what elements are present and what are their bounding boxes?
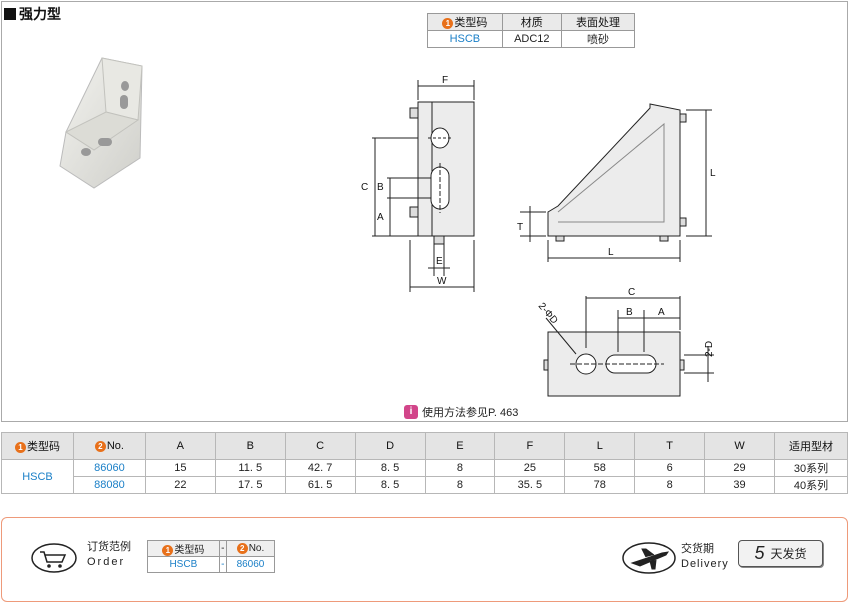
mat-type-code: HSCB	[427, 30, 503, 48]
product-photo	[59, 57, 143, 189]
dim-bottom-A: A	[658, 307, 665, 318]
delivery-unit: 天发货	[770, 547, 807, 561]
spec-cell: 8	[424, 476, 496, 494]
spec-cell: 29	[704, 459, 775, 477]
airplane-icon	[622, 542, 676, 574]
mat-header-material: 材质	[501, 13, 562, 31]
spec-cell: 8	[634, 476, 706, 494]
delivery-badge: 5 天发货	[738, 540, 823, 567]
spec-cell: 8. 5	[354, 459, 426, 477]
spec-header-W: W	[704, 432, 775, 460]
spec-cell: 30系列	[774, 459, 848, 477]
usage-note[interactable]: i 使用方法参见P. 463	[404, 404, 518, 420]
info-icon: i	[404, 405, 418, 419]
mat-header-surface: 表面处理	[560, 13, 636, 31]
cart-icon	[31, 543, 77, 573]
mat-surface: 喷砂	[560, 30, 636, 48]
dim-front-B: B	[377, 182, 384, 193]
spec-cell: 6	[634, 459, 706, 477]
dim-front-W: W	[437, 276, 447, 287]
spec-no[interactable]: 88080	[72, 476, 146, 494]
delivery-days: 5	[754, 543, 765, 563]
dim-bottom-2-D: 2-D	[704, 341, 715, 357]
spec-header-D: D	[354, 432, 426, 460]
dim-bottom-C: C	[628, 287, 635, 298]
mat-material: ADC12	[501, 30, 562, 48]
dim-side-L-vertical: L	[710, 168, 716, 179]
spec-cell: 40系列	[774, 476, 848, 494]
spec-cell: 58	[564, 459, 636, 477]
side-view	[520, 103, 712, 262]
front-view	[372, 80, 475, 292]
spec-cell: 35. 5	[494, 476, 566, 494]
page-title: 强力型	[4, 4, 61, 24]
spec-header-fit: 适用型材	[774, 432, 848, 460]
dim-side-L-horizontal: L	[608, 247, 614, 258]
order-no-value: 86060	[225, 556, 276, 573]
spec-header-C: C	[284, 432, 356, 460]
spec-header-T: T	[634, 432, 706, 460]
bottom-view	[543, 296, 714, 397]
spec-cell: 15	[144, 459, 216, 477]
spec-cell: 25	[494, 459, 566, 477]
dim-front-F: F	[442, 75, 448, 86]
table-row: 88080 22 17. 5 61. 5 8. 5 8 35. 5 78 8 3…	[2, 476, 848, 494]
title-square-icon	[4, 8, 16, 20]
dim-bottom-phi-D: 2-ΦD	[536, 301, 560, 327]
spec-header-F: F	[494, 432, 566, 460]
dim-side-T: T	[517, 222, 523, 233]
spec-cell: 8	[424, 459, 496, 477]
order-sep: -	[218, 540, 227, 557]
order-section	[1, 517, 848, 602]
spec-cell: 78	[564, 476, 636, 494]
order-type-value: HSCB	[147, 556, 220, 573]
spec-header-A: A	[144, 432, 216, 460]
spec-cell: 42. 7	[284, 459, 356, 477]
spec-cell: 11. 5	[214, 459, 286, 477]
spec-cell: 8. 5	[354, 476, 426, 494]
spec-cell: 39	[704, 476, 775, 494]
spec-cell: 22	[144, 476, 216, 494]
spec-no[interactable]: 86060	[72, 459, 146, 477]
order-sep: -	[218, 556, 227, 573]
delivery-label: 交货期 Delivery	[681, 543, 729, 570]
dim-front-A: A	[377, 212, 384, 223]
table-row: HSCB 86060 15 11. 5 42. 7 8. 5 8 25 58 6…	[1, 459, 848, 494]
spec-header-B: B	[214, 432, 286, 460]
order-label: 订货范例 Order	[87, 541, 131, 568]
spec-header-E: E	[424, 432, 496, 460]
spec-type-code: HSCB	[1, 459, 74, 494]
dim-bottom-B: B	[626, 307, 633, 318]
spec-header-L: L	[564, 432, 636, 460]
spec-cell: 61. 5	[284, 476, 356, 494]
dim-front-C: C	[361, 182, 368, 193]
dim-front-E: E	[436, 256, 443, 267]
product-frame	[1, 1, 848, 422]
spec-cell: 17. 5	[214, 476, 286, 494]
